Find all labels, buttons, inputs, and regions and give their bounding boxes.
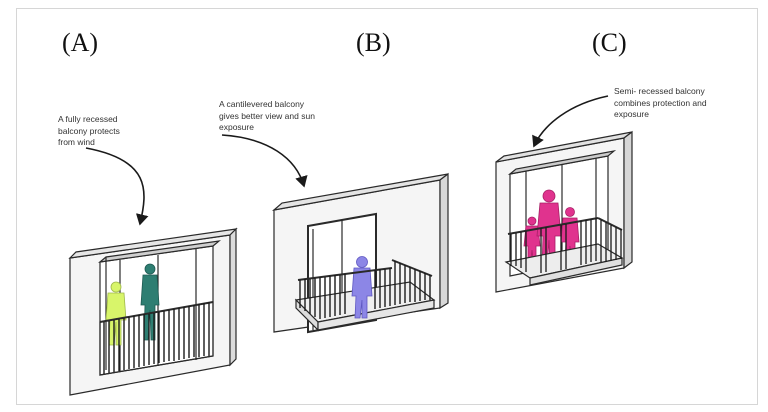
panel-label-c: (C) bbox=[592, 28, 627, 57]
railing-c bbox=[510, 218, 622, 273]
panel-label-b: (B) bbox=[356, 28, 391, 57]
caption-c: Semi- recessed balcony combines protecti… bbox=[614, 86, 707, 119]
railing-b bbox=[299, 268, 391, 319]
balcony-c-drawing bbox=[495, 95, 633, 293]
arrow-a bbox=[85, 147, 149, 226]
panel-label-a: (A) bbox=[62, 28, 99, 57]
arrow-c bbox=[532, 95, 609, 148]
figure-frame bbox=[16, 8, 758, 405]
caption-b: A cantilevered balcony gives better view… bbox=[219, 99, 315, 132]
railing-a bbox=[103, 302, 210, 374]
balcony-b-drawing bbox=[221, 134, 449, 334]
caption-a: A fully recessed balcony protects from w… bbox=[58, 114, 120, 147]
balcony-a-drawing bbox=[68, 147, 238, 396]
person-b bbox=[351, 256, 373, 319]
arrow-b bbox=[221, 134, 308, 188]
